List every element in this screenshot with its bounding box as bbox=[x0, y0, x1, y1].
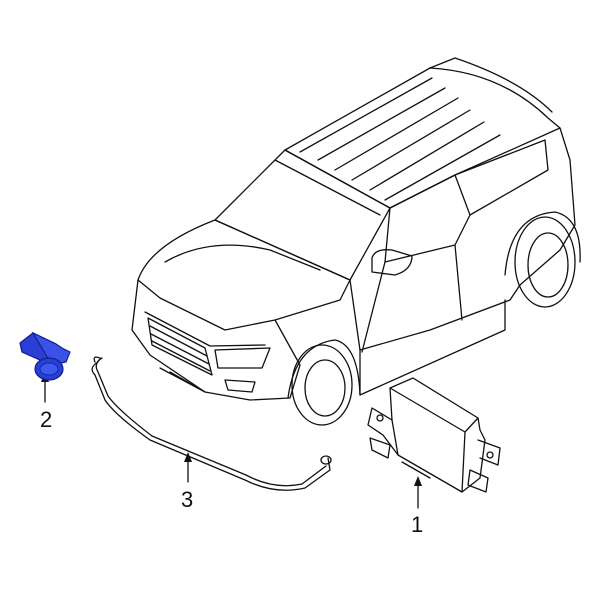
control-module-part bbox=[367, 377, 501, 493]
leader-lines bbox=[44, 377, 419, 509]
callout-number-2: 2 bbox=[40, 407, 53, 432]
parking-sensor-part bbox=[19, 331, 71, 381]
callout-number-1: 1 bbox=[411, 512, 424, 537]
callout-number-3: 3 bbox=[181, 487, 194, 512]
wire-harness-part bbox=[91, 356, 332, 491]
vehicle-outline bbox=[131, 57, 581, 426]
